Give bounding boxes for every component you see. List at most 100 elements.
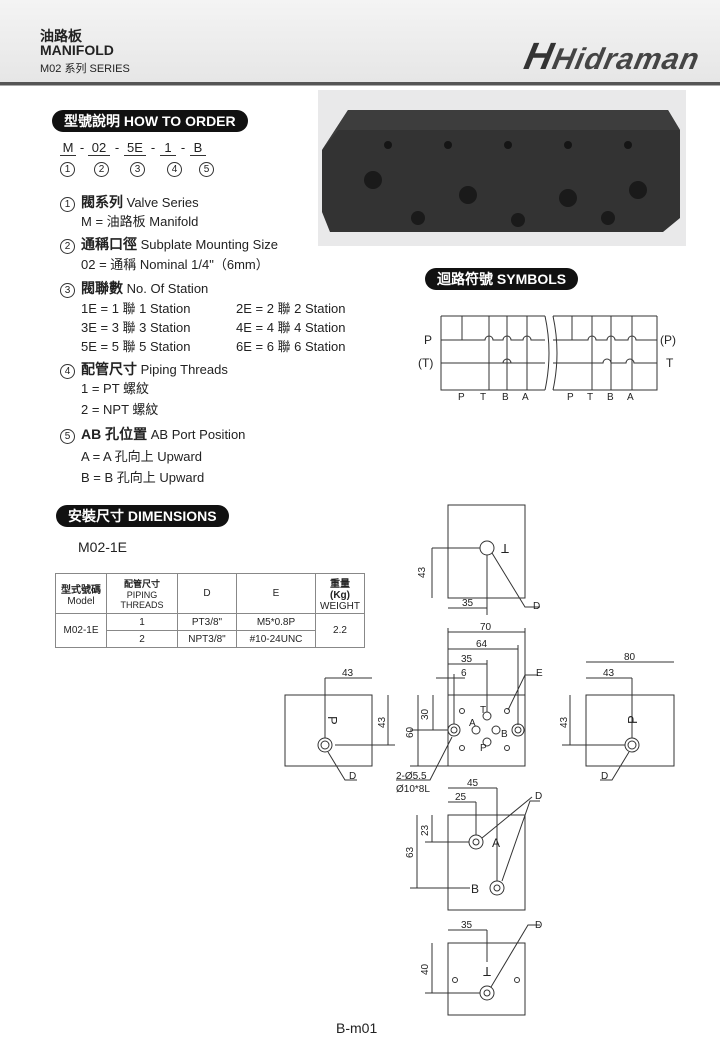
dim-label: 80 bbox=[624, 652, 636, 663]
dim-label: 64 bbox=[476, 639, 488, 650]
cell: 2.2 bbox=[315, 613, 365, 648]
station-option: 3E = 3 聯 3 Station bbox=[81, 320, 191, 335]
manifold-image bbox=[322, 110, 680, 232]
cell: #10-24UNC bbox=[236, 630, 316, 648]
dim-label: 43 bbox=[559, 716, 570, 728]
leader-label: D bbox=[535, 920, 542, 931]
code-part: 5E bbox=[124, 140, 146, 156]
item-title-en: Piping Threads bbox=[140, 362, 228, 377]
port-label: A bbox=[469, 718, 476, 729]
col-header: 重量 (Kg) bbox=[330, 579, 350, 601]
dim-label: 45 bbox=[467, 778, 479, 789]
station-option: 5E = 5 聯 5 Station bbox=[81, 339, 191, 354]
table-row: 2 NPT3/8" #10-24UNC bbox=[56, 630, 365, 648]
product-photo bbox=[318, 90, 686, 246]
symbol-right-t: T bbox=[666, 356, 674, 370]
code-num: 3 bbox=[130, 162, 145, 177]
title-en: MANIFOLD bbox=[40, 42, 114, 58]
port-label: P bbox=[480, 743, 487, 754]
item-title-cn: 通稱口徑 bbox=[81, 236, 137, 252]
dim-label: 43 bbox=[342, 668, 354, 679]
port-label: T bbox=[587, 392, 593, 403]
col-header: Model bbox=[67, 595, 95, 607]
dim-label: 60 bbox=[405, 726, 416, 738]
item-title-cn: 配管尺寸 bbox=[81, 361, 137, 377]
cell: M02-1E bbox=[55, 613, 107, 648]
page-number: B-m01 bbox=[336, 1020, 377, 1036]
dim-label: 23 bbox=[420, 824, 431, 836]
dim-label: 43 bbox=[377, 716, 388, 728]
symbol-left-p: P bbox=[424, 333, 432, 347]
technical-drawings bbox=[284, 504, 675, 1016]
port-label: P bbox=[458, 392, 465, 403]
hole-spec: Ø10*8L bbox=[396, 784, 430, 795]
port-label: P bbox=[325, 716, 340, 725]
port-label: T bbox=[480, 392, 486, 403]
dim-label: 35 bbox=[461, 920, 473, 931]
leader-label: D bbox=[535, 791, 542, 802]
order-item-5: 5 AB 孔位置 AB Port Position bbox=[60, 424, 245, 444]
item-title-cn: 閥聯數 bbox=[81, 280, 123, 296]
item-line: 02 = 通稱 Nominal 1/4"（6mm） bbox=[81, 257, 269, 272]
how-to-order-heading: 型號說明 HOW TO ORDER bbox=[52, 110, 248, 132]
col-header: D bbox=[177, 573, 237, 614]
leader-label: D bbox=[601, 771, 608, 782]
item-num: 2 bbox=[60, 239, 75, 254]
header-background bbox=[0, 0, 720, 82]
model-label: M02-1E bbox=[78, 539, 128, 555]
symbol-left-t: (T) bbox=[418, 356, 433, 370]
port-label: A bbox=[522, 392, 529, 403]
col-header: 型式號碼 bbox=[61, 584, 101, 596]
item-title-cn: 閥系列 bbox=[81, 194, 123, 210]
port-label: B bbox=[607, 392, 614, 403]
item-line: B = B 孔向上 Upward bbox=[81, 470, 205, 485]
leader-label: D bbox=[533, 601, 540, 612]
item-num: 1 bbox=[60, 197, 75, 212]
title-cn: 油路板 bbox=[40, 28, 82, 44]
symbol-right-p: (P) bbox=[660, 333, 676, 347]
port-label: T bbox=[501, 541, 509, 556]
station-option: 1E = 1 聯 1 Station bbox=[81, 301, 191, 316]
code-sep: - bbox=[150, 140, 156, 155]
dim-label: 40 bbox=[420, 963, 431, 975]
dim-label: 25 bbox=[455, 792, 467, 803]
dimension-labels: 43 35 T D 70 64 35 6 30 60 E 2-Ø5.5 Ø10*… bbox=[325, 541, 640, 979]
item-title-cn: AB 孔位置 bbox=[81, 426, 148, 442]
leader-label: D bbox=[349, 771, 356, 782]
dim-label: 43 bbox=[603, 668, 615, 679]
item-title-en: AB Port Position bbox=[150, 427, 246, 442]
port-label: B bbox=[471, 882, 479, 896]
item-num: 5 bbox=[60, 429, 75, 444]
leader-label: E bbox=[536, 668, 543, 679]
symbol-diagram bbox=[440, 315, 658, 391]
port-label: B bbox=[501, 729, 508, 740]
order-code: M-02-5E-1-B bbox=[60, 140, 206, 156]
station-option: 4E = 4 聯 4 Station bbox=[236, 320, 346, 335]
table-row: M02-1E 1 PT3/8" M5*0.8P 2.2 bbox=[55, 613, 365, 648]
col-header: PIPING THREADS bbox=[120, 590, 164, 610]
code-part: 02 bbox=[88, 140, 110, 156]
series-label: M02 系列 SERIES bbox=[40, 63, 130, 75]
header-divider bbox=[0, 82, 720, 86]
item-line: 1 = PT 螺紋 bbox=[81, 381, 150, 396]
dim-label: 43 bbox=[417, 566, 428, 578]
col-header: 配管尺寸 bbox=[123, 579, 160, 589]
port-label: A bbox=[627, 392, 634, 403]
item-title-en: No. Of Station bbox=[126, 281, 209, 296]
dim-label: 30 bbox=[420, 708, 431, 720]
port-label: A bbox=[492, 836, 500, 850]
dim-label: 70 bbox=[480, 622, 492, 633]
port-label: B bbox=[502, 392, 509, 403]
item-num: 3 bbox=[60, 283, 75, 298]
port-label: P bbox=[567, 392, 574, 403]
port-label: P bbox=[625, 715, 640, 724]
item-line: 2 = NPT 螺紋 bbox=[81, 402, 159, 417]
code-sep: - bbox=[114, 140, 120, 155]
code-num: 1 bbox=[60, 162, 75, 177]
code-part: M bbox=[60, 140, 76, 156]
item-title-en: Valve Series bbox=[126, 195, 199, 210]
code-part: B bbox=[190, 140, 206, 156]
